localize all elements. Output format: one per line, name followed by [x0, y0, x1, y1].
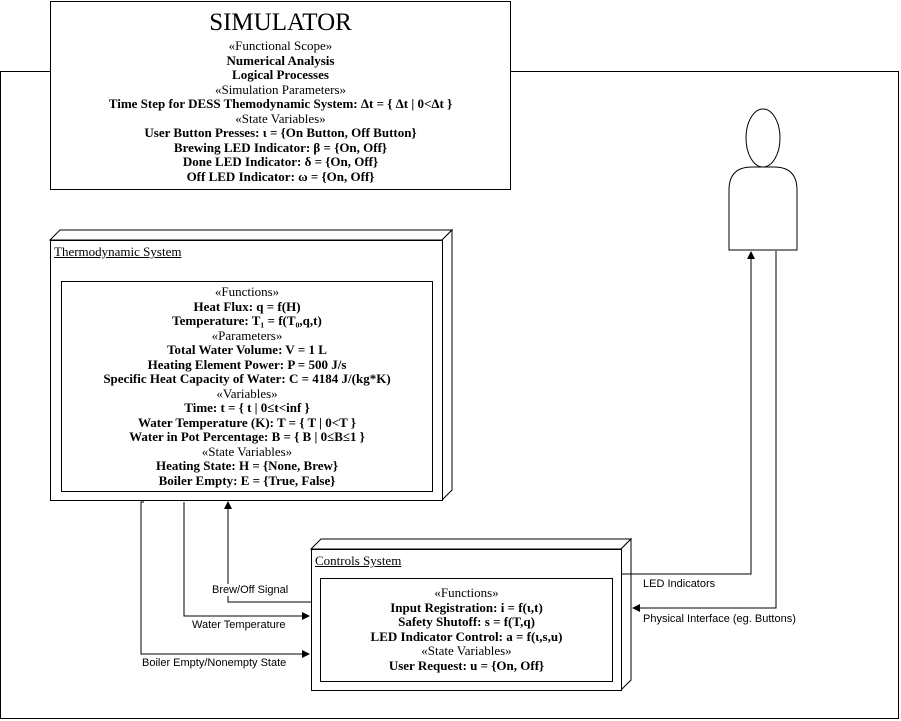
thermo-water-temperature: Water Temperature (K): T = { T | 0<T }: [137, 414, 356, 430]
controls-user-request: User Request: u = {On, Off}: [388, 657, 545, 673]
sim-numerical-analysis: Numerical Analysis: [226, 52, 335, 68]
controls-stereotype-functions: «Functions»: [434, 585, 499, 600]
controls-system-node: Controls System «Functions» Input Regist…: [311, 549, 622, 691]
thermo-stereotype-parameters: «Parameters»: [211, 327, 283, 343]
thermo-node-3d-side: [48, 229, 454, 241]
thermo-temperature: Temperature: T₁ = f(T₀,q,t): [172, 313, 322, 328]
sim-user-button-presses: User Button Presses: ι = {On Button, Off…: [144, 125, 417, 140]
thermo-stereotype-variables: «Variables»: [216, 385, 278, 401]
brew-off-signal-label: Brew/Off Signal: [211, 584, 290, 596]
thermodynamic-system-node: Thermodynamic System «Functions» Heat Fl…: [50, 240, 443, 501]
thermo-heating-element-power: Heating Element Power: P = 500 J/s: [147, 356, 347, 372]
thermo-water-in-pot: Water in Pot Percentage: B = { B | 0≤B≤1…: [129, 429, 365, 444]
user-actor-icon: [728, 108, 798, 251]
thermodynamic-system-compartment: «Functions» Heat Flux: q = f(H) Temperat…: [61, 281, 433, 492]
sim-off-led: Off LED Indicator: ω = {On, Off}: [186, 168, 375, 184]
boiler-empty-arrow: [140, 501, 310, 658]
thermo-total-water-volume: Total Water Volume: V = 1 L: [167, 342, 327, 357]
controls-led-indicator-control: LED Indicator Control: a = f(ι,s,u): [370, 628, 563, 644]
led-indicators-label: LED Indicators: [642, 578, 717, 590]
thermo-time: Time: t = { t | 0≤t<inf }: [184, 400, 310, 415]
physical-interface-label: Physical Interface (eg. Buttons): [642, 613, 797, 625]
controls-system-compartment: «Functions» Input Registration: i = f(ι,…: [320, 578, 613, 682]
sim-logical-processes: Logical Processes: [232, 67, 329, 82]
thermo-specific-heat-capacity: Specific Heat Capacity of Water: C = 418…: [103, 371, 391, 386]
thermodynamic-system-name: Thermodynamic System: [54, 244, 182, 259]
sim-done-led: Done LED Indicator: δ = {On, Off}: [182, 154, 379, 169]
water-temperature-label: Water Temperature: [191, 619, 287, 631]
physical-interface-arrow: [632, 251, 777, 612]
sim-stereotype-functional-scope: «Functional Scope»: [228, 38, 333, 53]
sim-stereotype-state-variables: «State Variables»: [235, 110, 326, 126]
sim-stereotype-simulation-parameters: «Simulation Parameters»: [214, 81, 347, 97]
controls-node-3d-right: [620, 537, 632, 692]
simulator-title: SIMULATOR: [209, 9, 352, 36]
thermo-node-3d-right: [441, 228, 453, 502]
controls-system-name: Controls System: [315, 553, 402, 568]
thermo-stereotype-functions: «Functions»: [214, 284, 280, 299]
controls-stereotype-state-variables: «State Variables»: [421, 643, 512, 658]
sim-time-step: Time Step for DESS Themodynamic System: …: [108, 96, 453, 111]
thermo-heat-flux: Heat Flux: q = f(H): [193, 298, 301, 314]
controls-safety-shutoff: Safety Shutoff: s = f(T,q): [398, 614, 535, 629]
sim-brewing-led: Brewing LED Indicator: β = {On, Off}: [173, 139, 388, 155]
thermo-boiler-empty: Boiler Empty: E = {True, False}: [158, 472, 336, 488]
water-temperature-arrow: [183, 502, 310, 620]
led-indicators-arrow: [622, 251, 755, 575]
thermo-heating-state: Heating State: H = {None, Brew}: [155, 458, 339, 473]
boiler-empty-label: Boiler Empty/Nonempty State: [141, 657, 288, 669]
thermo-stereotype-state-variables: «State Variables»: [201, 443, 293, 459]
controls-input-registration: Input Registration: i = f(ι,t): [390, 599, 543, 615]
simulator-block: SIMULATOR «Functional Scope» Numerical A…: [50, 1, 511, 190]
controls-node-3d-side: [309, 538, 633, 550]
brew-off-signal-arrow: [224, 501, 311, 603]
